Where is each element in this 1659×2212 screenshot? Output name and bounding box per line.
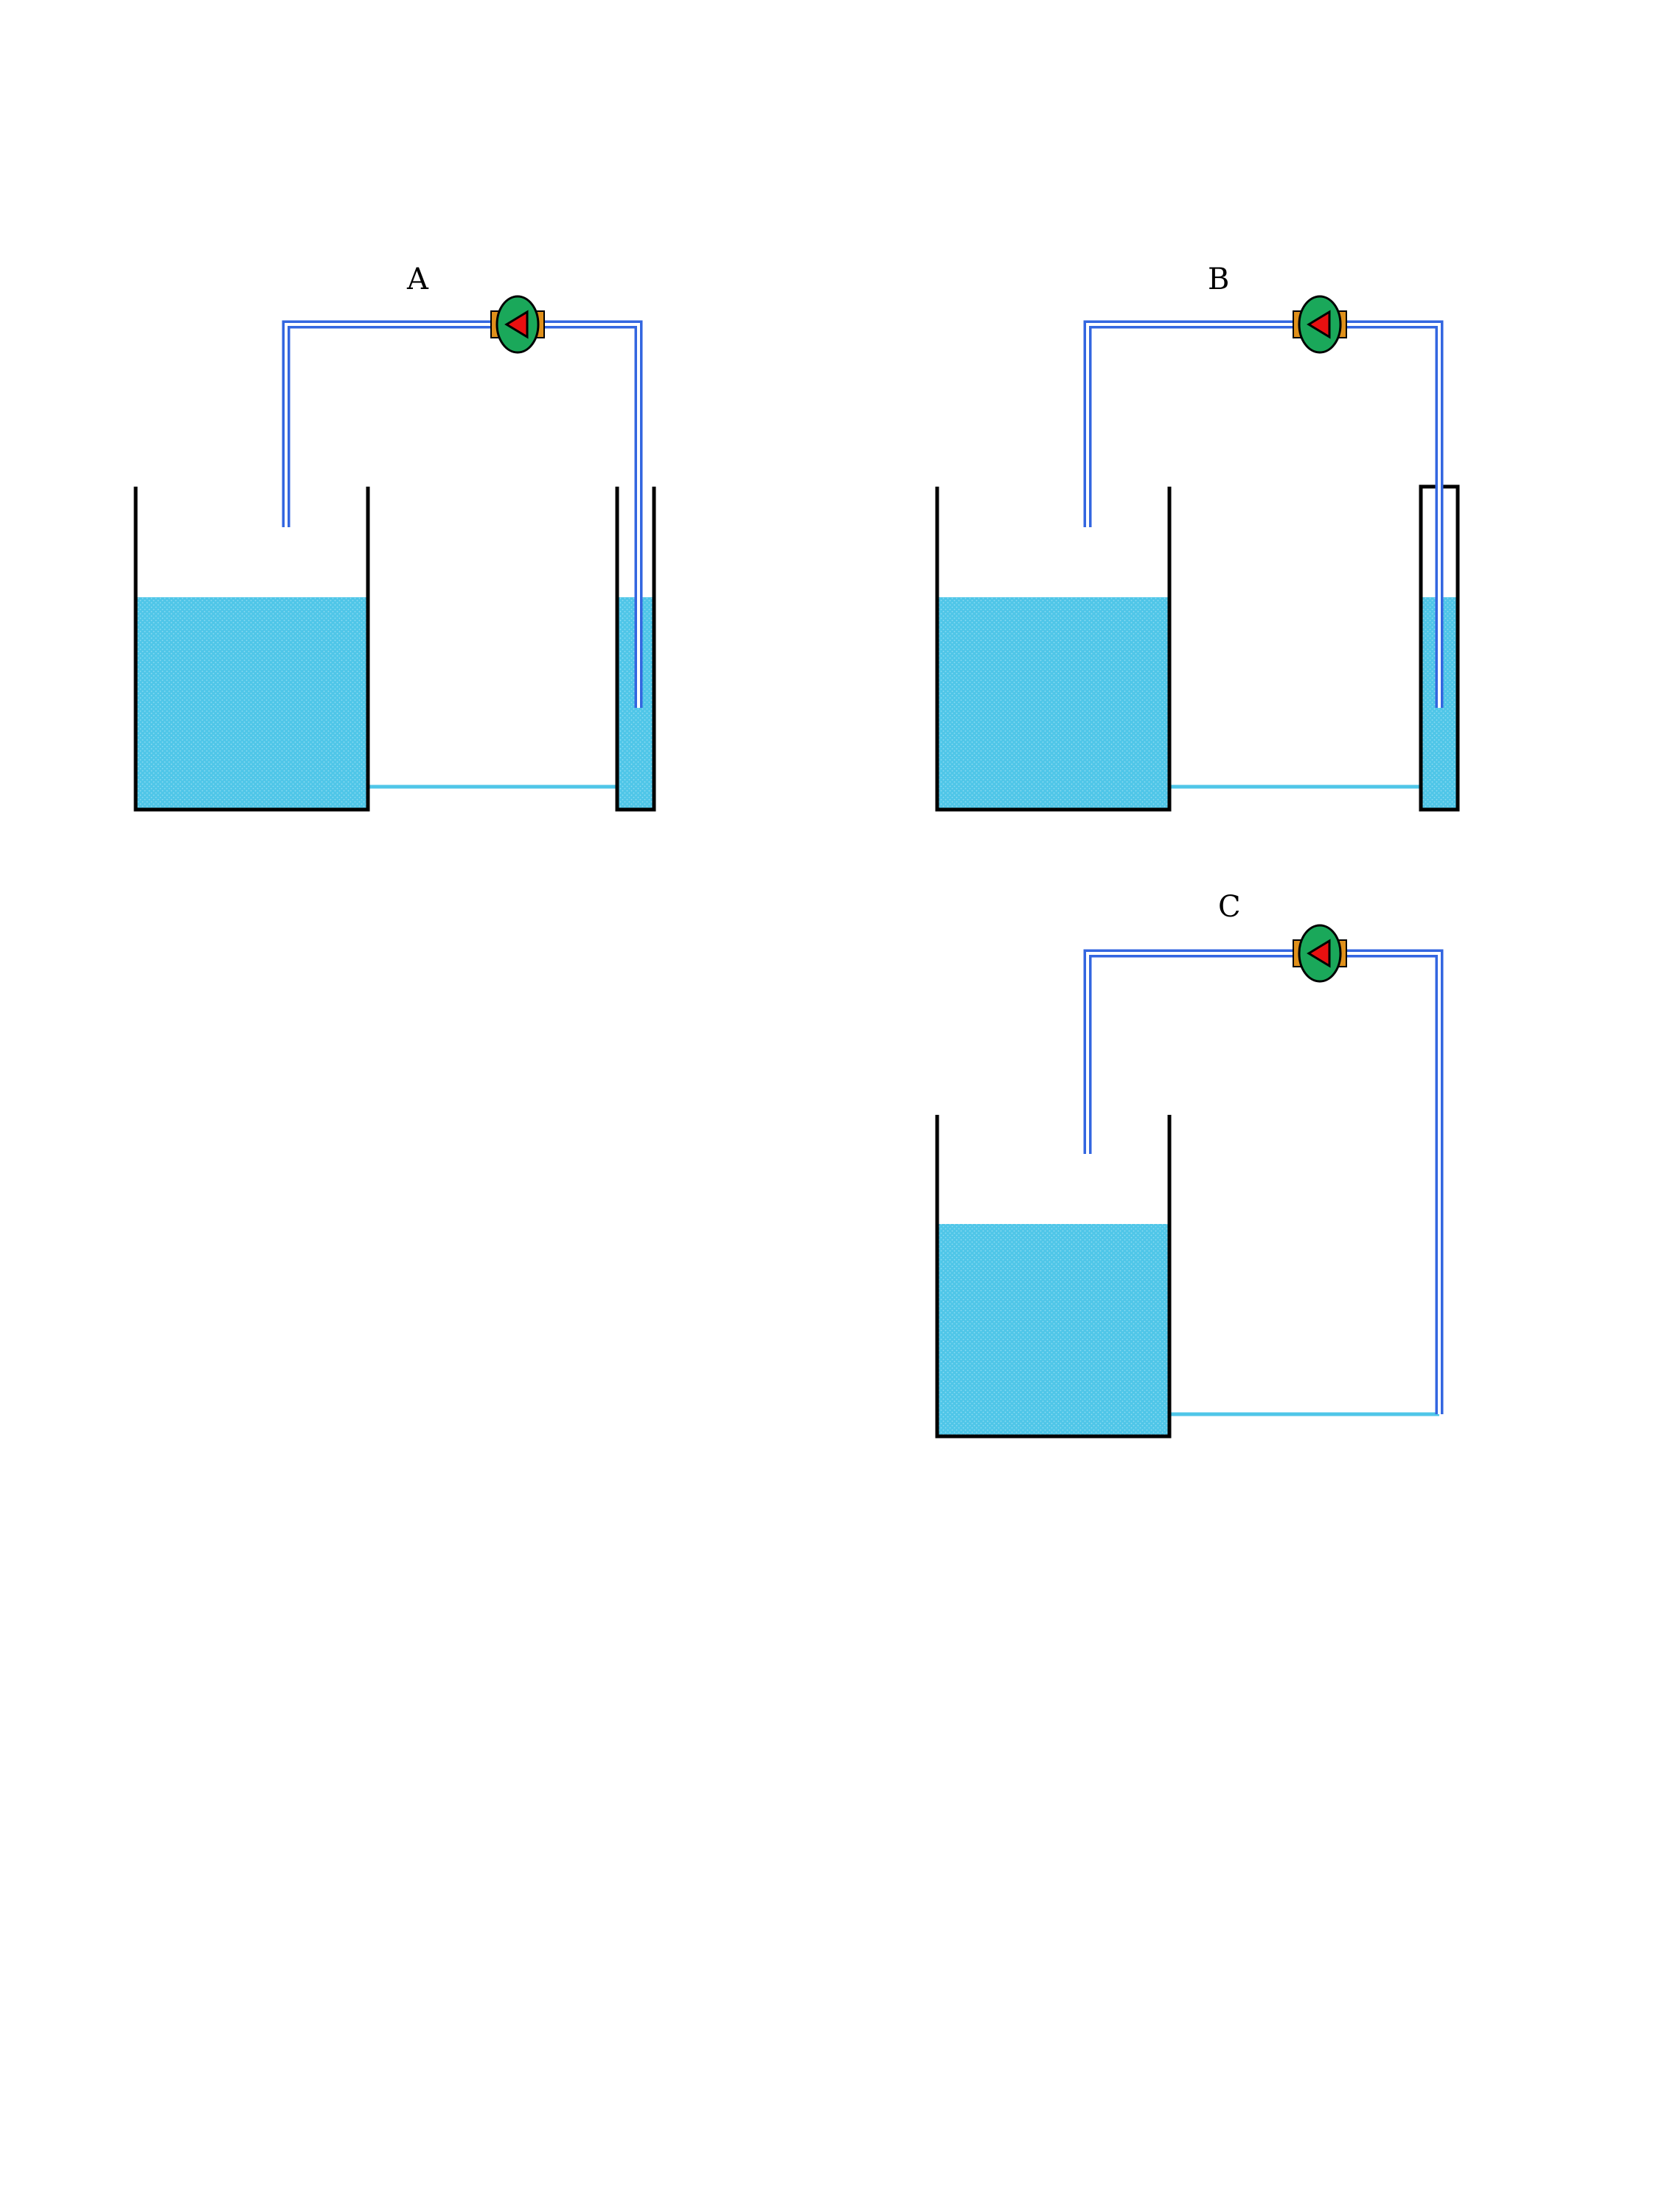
- pipe: [282, 320, 643, 708]
- pump-icon: [1292, 295, 1348, 354]
- tank-wall: [935, 487, 1172, 812]
- tube-wall: [615, 487, 656, 812]
- tank-water: [136, 597, 368, 810]
- panel-a: A: [133, 262, 656, 812]
- panel-label-b: B: [1208, 262, 1229, 296]
- tank-wall: [133, 487, 370, 812]
- pump-icon: [1292, 924, 1348, 983]
- pipe: [1083, 949, 1444, 1414]
- pipe: [1083, 320, 1444, 708]
- panel-label-a: A: [406, 262, 429, 296]
- panel-b: B: [935, 262, 1460, 812]
- panel-label-c: C: [1218, 890, 1241, 924]
- pump-icon: [490, 295, 546, 354]
- tank-wall: [935, 1115, 1172, 1439]
- panel-c: C: [935, 890, 1444, 1439]
- tank-water: [937, 1224, 1169, 1436]
- tank-water: [937, 597, 1169, 810]
